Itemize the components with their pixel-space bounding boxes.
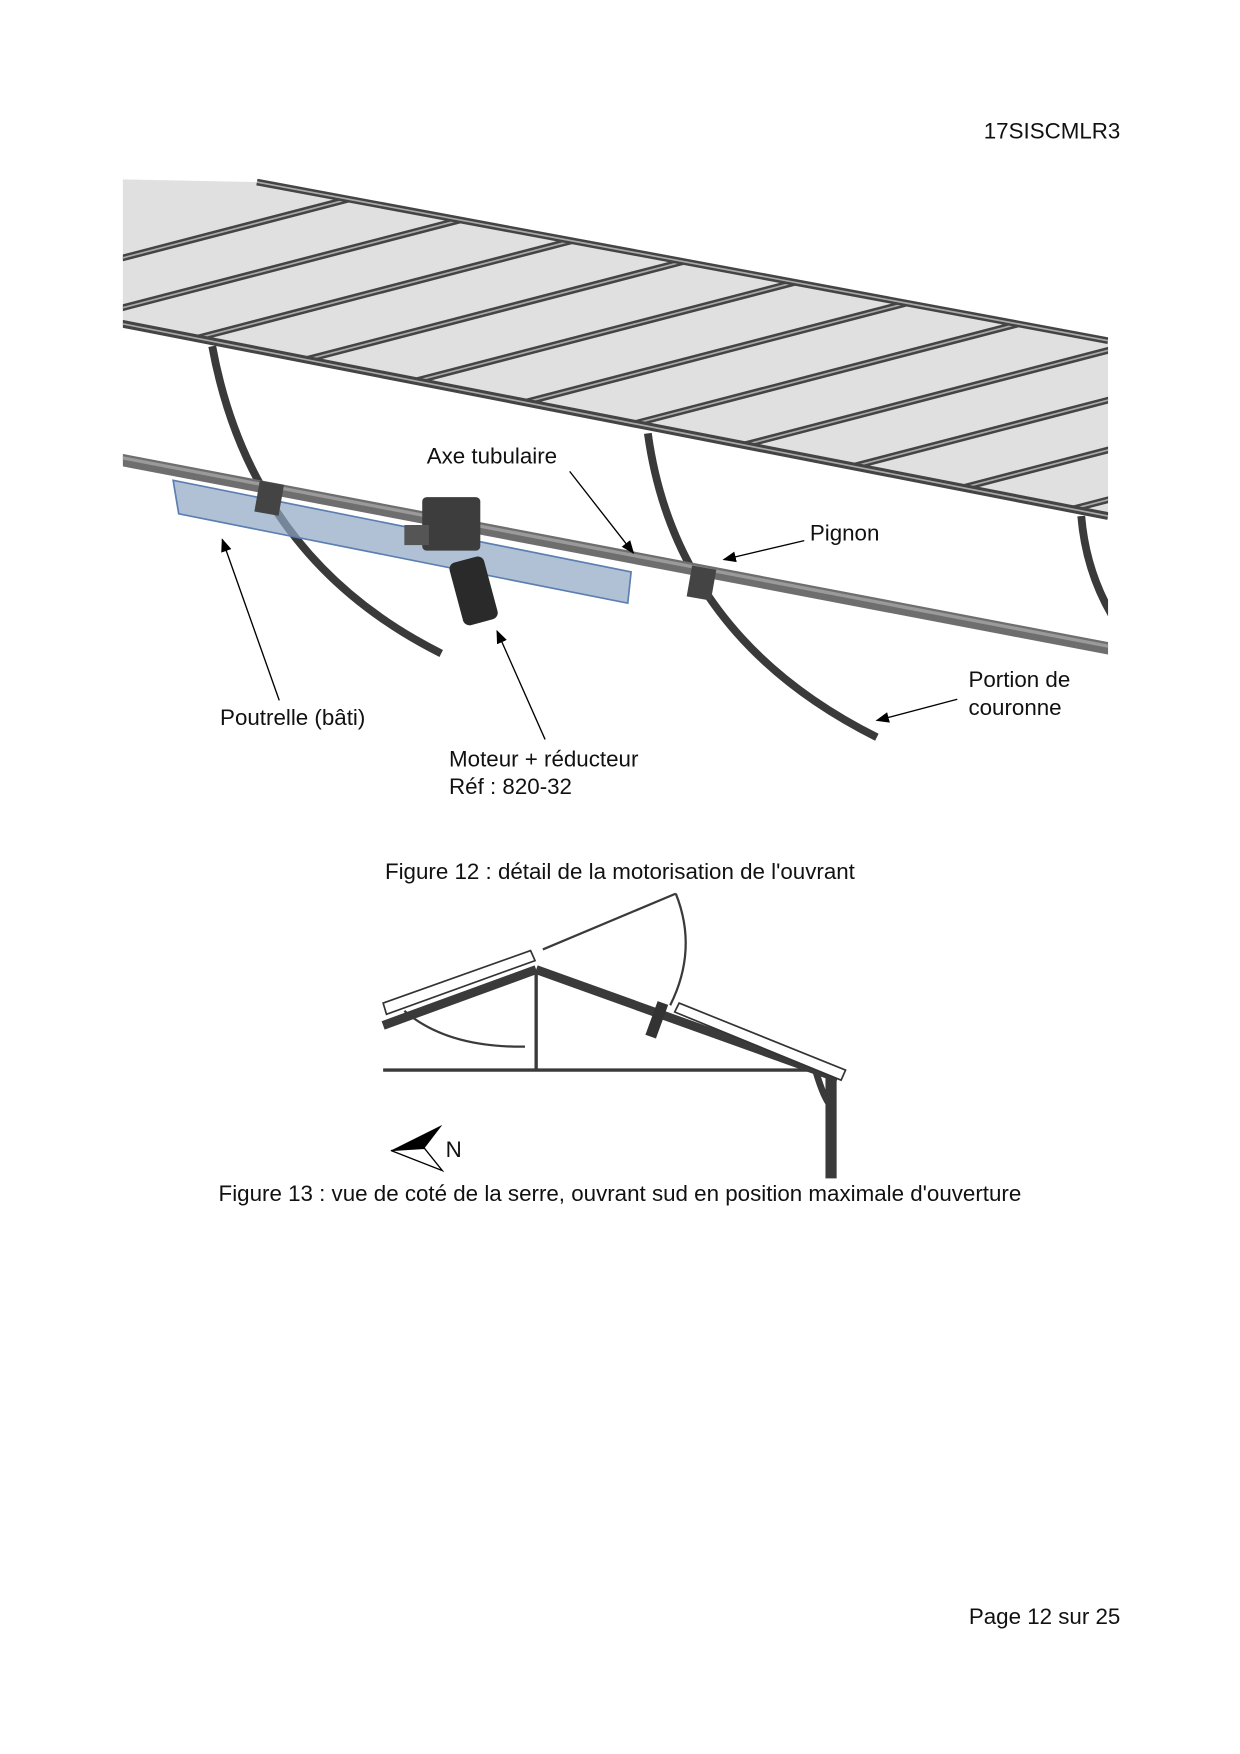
north-arrow-icon bbox=[390, 1124, 445, 1173]
label-moteur-ref: Réf : 820-32 bbox=[449, 775, 572, 800]
figure-13-caption: Figure 13 : vue de coté de la serre, ouv… bbox=[218, 1181, 1022, 1207]
motor-side-view bbox=[645, 1001, 669, 1039]
roof-rungs bbox=[122, 195, 1109, 513]
roof-rung bbox=[962, 449, 1109, 489]
roof-panel bbox=[122, 179, 1109, 517]
callout-lines bbox=[221, 470, 958, 740]
roof-rung bbox=[743, 349, 1109, 446]
figure-12-caption: Figure 12 : détail de la motorisation de… bbox=[384, 860, 855, 885]
label-couronne-line2: couronne bbox=[968, 695, 1062, 721]
crown-arc-3 bbox=[1077, 515, 1109, 617]
pinion-1 bbox=[254, 480, 285, 516]
motor-gearbox bbox=[404, 497, 498, 626]
label-couronne-line1: Portion de bbox=[968, 667, 1071, 693]
label-moteur: Moteur + réducteur Réf : 820-32 bbox=[449, 746, 638, 802]
roof-rung bbox=[415, 281, 796, 382]
figure-12-drawing bbox=[122, 178, 1109, 741]
document-code: 17SISCMLR3 bbox=[983, 119, 1121, 145]
label-moteur-line1: Moteur + réducteur bbox=[449, 747, 639, 772]
page-number: Page 12 sur 25 bbox=[968, 1605, 1121, 1630]
roof-rung bbox=[524, 302, 907, 404]
label-pignon: Pignon bbox=[809, 521, 880, 547]
roof-rung bbox=[196, 239, 572, 340]
label-axe-tubulaire: Axe tubulaire bbox=[426, 444, 558, 470]
figure-13-drawing bbox=[381, 892, 847, 1179]
label-couronne: Portion de couronne bbox=[968, 667, 1070, 723]
roof-rung bbox=[305, 260, 684, 361]
pinion-2 bbox=[686, 565, 717, 601]
roof-rung bbox=[122, 198, 349, 259]
roof-rung bbox=[853, 399, 1109, 468]
roof-rung bbox=[122, 219, 461, 309]
north-label: N bbox=[445, 1138, 462, 1163]
roof-rung bbox=[634, 323, 1019, 425]
crown-arc-2 bbox=[643, 432, 879, 741]
label-poutrelle: Poutrelle (bâti) bbox=[220, 705, 366, 731]
